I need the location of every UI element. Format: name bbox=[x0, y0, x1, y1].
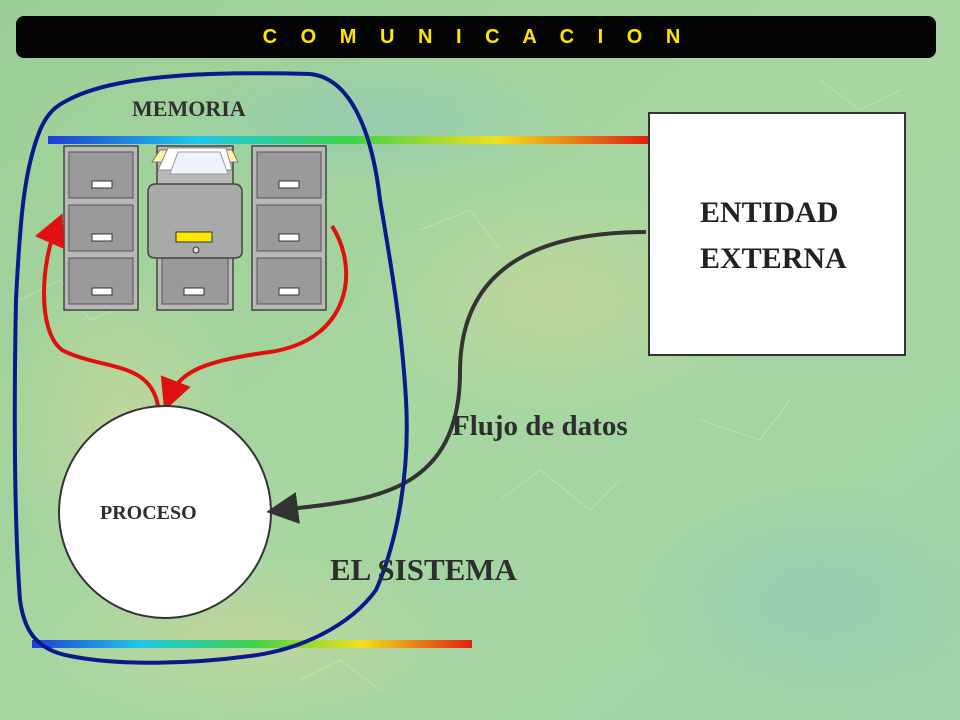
data-flow-label: Flujo de datos bbox=[452, 410, 628, 442]
external-entity-label-line2: EXTERNA bbox=[700, 242, 847, 275]
memory-rainbow-bar bbox=[48, 136, 648, 144]
process-to-memory-arrow bbox=[34, 213, 160, 407]
external-entity-box: ENTIDAD EXTERNA bbox=[648, 112, 906, 356]
title-bar: C O M U N I C A C I O N bbox=[16, 16, 936, 58]
process-label: PROCESO bbox=[100, 502, 197, 524]
system-boundary bbox=[12, 71, 409, 665]
memory-to-process-arrow bbox=[160, 224, 349, 411]
data-flow-arrow bbox=[266, 230, 647, 524]
system-label: EL SISTEMA bbox=[330, 552, 517, 587]
system-rainbow-bar bbox=[32, 640, 472, 648]
slide-title: C O M U N I C A C I O N bbox=[262, 25, 690, 48]
memory-label: MEMORIA bbox=[132, 96, 246, 121]
external-entity-label-line1: ENTIDAD bbox=[700, 196, 839, 229]
filing-cabinets-icon bbox=[63, 145, 327, 311]
